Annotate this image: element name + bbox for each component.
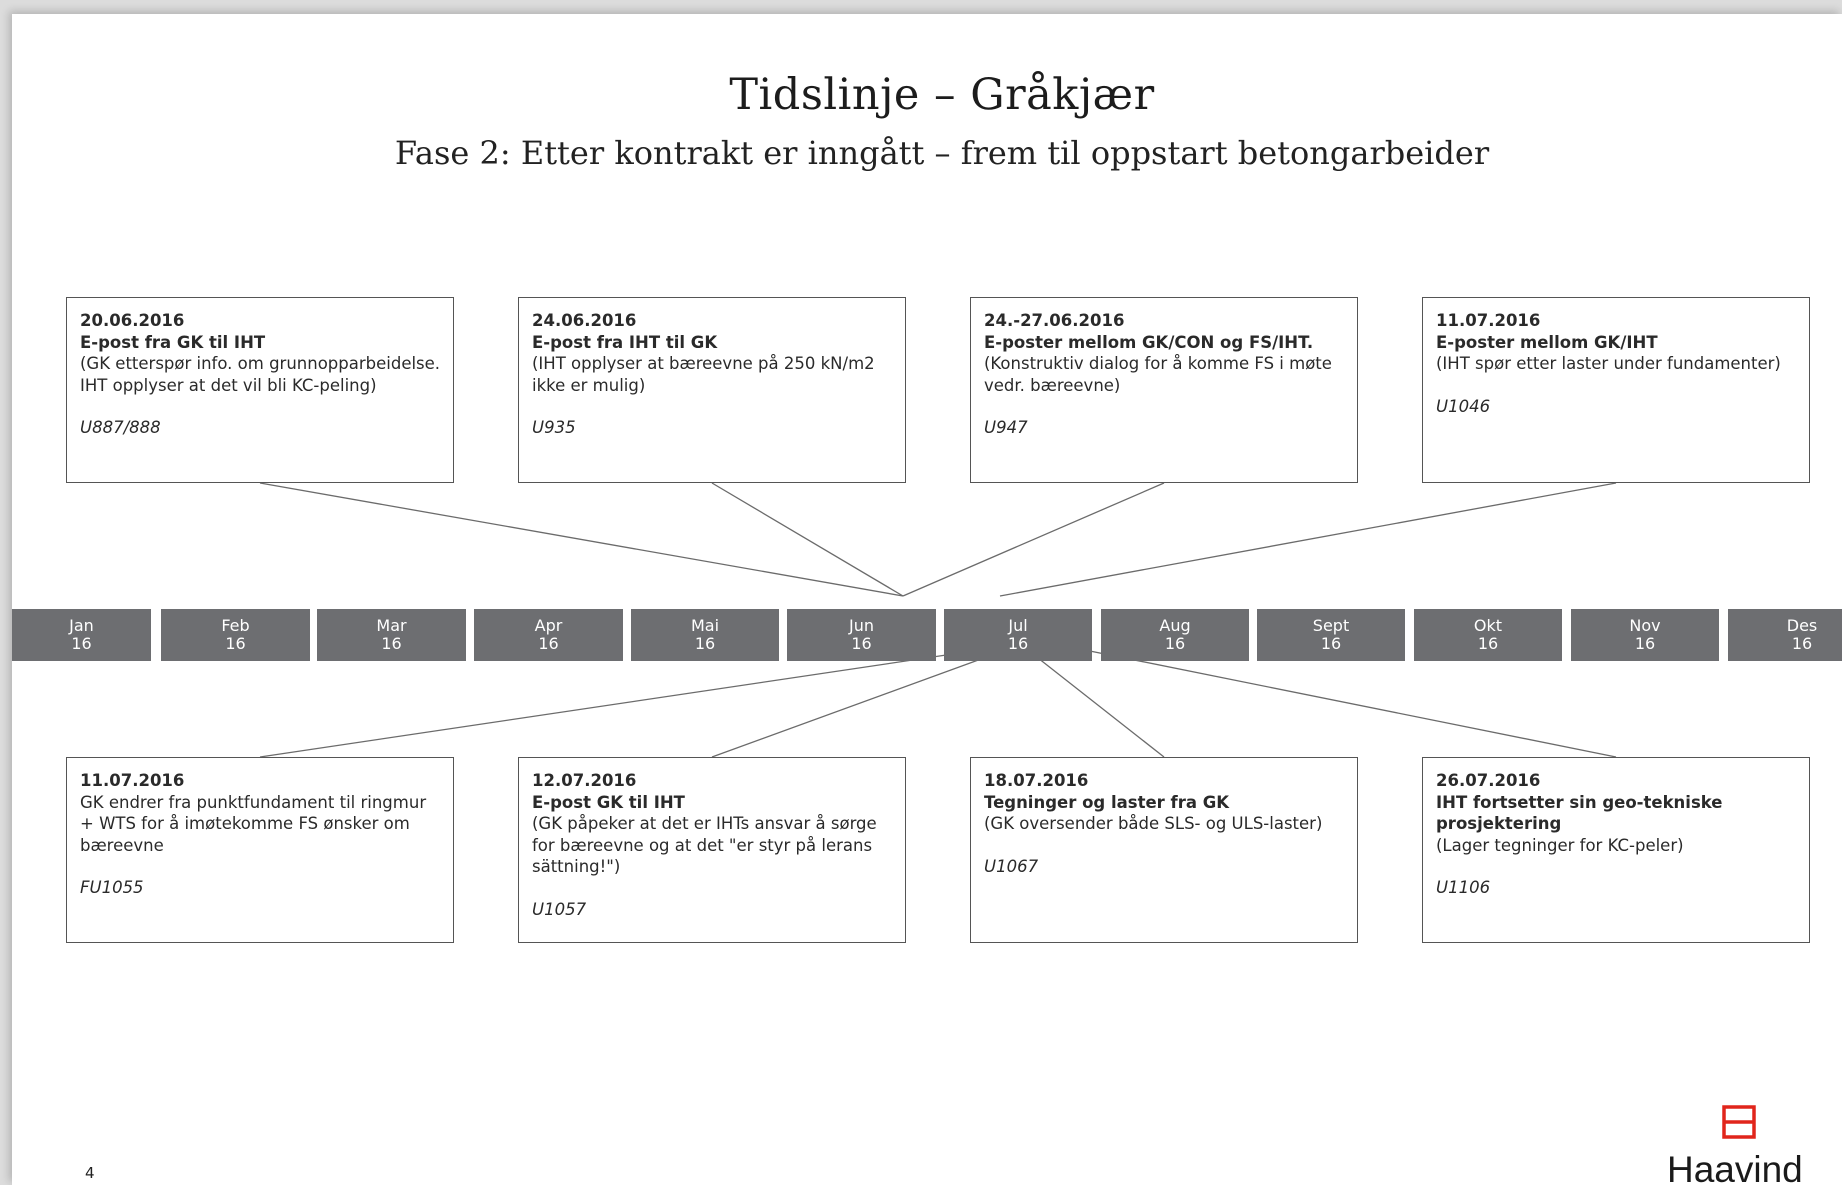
event-box-bottom-2: 12.07.2016 E-post GK til IHT (GK påpeker… — [518, 757, 906, 943]
event-reference: FU1055 — [80, 878, 144, 897]
event-box-bottom-1: 11.07.2016 GK endrer fra punktfundament … — [66, 757, 454, 943]
connector-line — [902, 482, 1165, 597]
page-title: Tidslinje – Gråkjær — [729, 70, 1155, 120]
month-mar: Mar 16 — [317, 609, 466, 661]
event-detail: (Konstruktiv dialog for å komme FS i møt… — [984, 354, 1332, 395]
month-jan: Jan 16 — [12, 609, 151, 661]
month-label: Des — [1786, 616, 1818, 635]
connector-line — [259, 646, 1001, 758]
slide: Tidslinje – Gråkjær Fase 2: Etter kontra… — [12, 14, 1842, 1185]
connector-line — [711, 646, 1015, 758]
event-box-top-2: 24.06.2016 E-post fra IHT til GK (IHT op… — [518, 297, 906, 483]
month-des: Des 16 — [1728, 609, 1842, 661]
month-year: 16 — [225, 634, 246, 653]
month-label: Jul — [1008, 616, 1028, 635]
event-heading: E-post GK til IHT — [532, 792, 685, 812]
event-detail: (GK etterspør info. om grunnopparbeidels… — [80, 354, 441, 395]
event-heading: IHT fortsetter sin geo-tekniske prosjekt… — [1436, 792, 1723, 834]
month-year: 16 — [1477, 634, 1499, 653]
event-heading: Tegninger og laster fra GK — [984, 792, 1230, 812]
connector-line — [259, 482, 904, 597]
connector-line — [1023, 646, 1165, 758]
month-label: Aug — [1159, 616, 1191, 635]
month-year: 16 — [694, 634, 716, 653]
page-number: 4 — [85, 1164, 95, 1182]
month-apr: Apr 16 — [474, 609, 623, 661]
month-year: 16 — [1320, 634, 1342, 653]
month-label: Mar — [376, 616, 407, 635]
month-label: Nov — [1629, 616, 1661, 635]
event-box-top-3: 24.-27.06.2016 E-poster mellom GK/CON og… — [970, 297, 1358, 483]
month-label: Feb — [221, 616, 250, 635]
month-year: 16 — [71, 634, 92, 653]
month-label: Jun — [849, 616, 874, 635]
event-reference: U947 — [984, 418, 1028, 437]
event-date: 24.-27.06.2016 — [984, 311, 1125, 330]
haavind-logo-icon — [1722, 1105, 1756, 1139]
event-reference: U1046 — [1436, 396, 1491, 416]
event-heading: E-post fra IHT til GK — [532, 332, 718, 352]
month-nov: Nov 16 — [1571, 609, 1719, 661]
event-detail: (GK påpeker at det er IHTs ansvar å sørg… — [532, 814, 877, 876]
month-year: 16 — [381, 634, 402, 653]
connector-line — [1069, 646, 1617, 758]
month-feb: Feb 16 — [161, 609, 310, 661]
month-jul: Jul 16 — [944, 609, 1092, 661]
month-sept: Sept 16 — [1257, 609, 1405, 661]
event-box-bottom-4: 26.07.2016 IHT fortsetter sin geo-teknis… — [1422, 757, 1810, 943]
event-heading: E-poster mellom GK/IHT — [1436, 332, 1658, 352]
event-reference: U887/888 — [80, 418, 161, 437]
month-label: Sept — [1312, 616, 1350, 635]
connector-line — [999, 482, 1617, 597]
month-label: Mai — [690, 616, 720, 635]
month-year: 16 — [538, 634, 559, 653]
month-label: Jan — [69, 616, 94, 635]
connector-line — [711, 482, 904, 597]
month-okt: Okt 16 — [1414, 609, 1562, 661]
event-reference: U1106 — [1436, 878, 1491, 897]
event-date: 11.07.2016 — [80, 771, 185, 790]
event-box-top-4: 11.07.2016 E-poster mellom GK/IHT (IHT s… — [1422, 297, 1810, 483]
event-date: 11.07.2016 — [1436, 311, 1541, 330]
month-aug: Aug 16 — [1101, 609, 1249, 661]
month-label: Okt — [1473, 616, 1503, 635]
month-label: Apr — [534, 616, 563, 635]
page-subtitle: Fase 2: Etter kontrakt er inngått – frem… — [394, 134, 1490, 172]
month-year: 16 — [1791, 634, 1813, 653]
event-heading: E-post fra GK til IHT — [80, 332, 266, 352]
event-heading: E-poster mellom GK/CON og FS/IHT. — [984, 332, 1314, 352]
month-mai: Mai 16 — [631, 609, 779, 661]
event-date: 12.07.2016 — [532, 771, 637, 790]
month-year: 16 — [1164, 634, 1186, 653]
event-date: 24.06.2016 — [532, 311, 637, 330]
event-detail: GK endrer fra punktfundament til ringmur… — [80, 792, 427, 855]
connector-lines — [259, 482, 1617, 758]
event-box-bottom-3: 18.07.2016 Tegninger og laster fra GK (G… — [970, 757, 1358, 943]
event-date: 20.06.2016 — [80, 311, 185, 330]
month-jun: Jun 16 — [787, 609, 936, 661]
event-reference: U1067 — [984, 856, 1039, 876]
event-detail: (GK oversender både SLS- og ULS-laster) — [984, 814, 1323, 833]
logo-text: Haavind — [1667, 1149, 1803, 1185]
event-date: 18.07.2016 — [984, 771, 1089, 790]
event-detail: (IHT opplyser at bæreevne på 250 kN/m2 i… — [532, 354, 875, 395]
month-year: 16 — [851, 634, 872, 653]
month-year: 16 — [1007, 634, 1029, 653]
event-date: 26.07.2016 — [1436, 771, 1541, 790]
event-reference: U935 — [532, 418, 576, 437]
event-box-top-1: 20.06.2016 E-post fra GK til IHT (GK ett… — [66, 297, 454, 483]
event-detail: (IHT spør etter laster under fundamenter… — [1436, 354, 1781, 373]
event-reference: U1057 — [532, 899, 587, 919]
month-year: 16 — [1634, 634, 1656, 653]
event-detail: (Lager tegninger for KC-peler) — [1436, 835, 1684, 855]
